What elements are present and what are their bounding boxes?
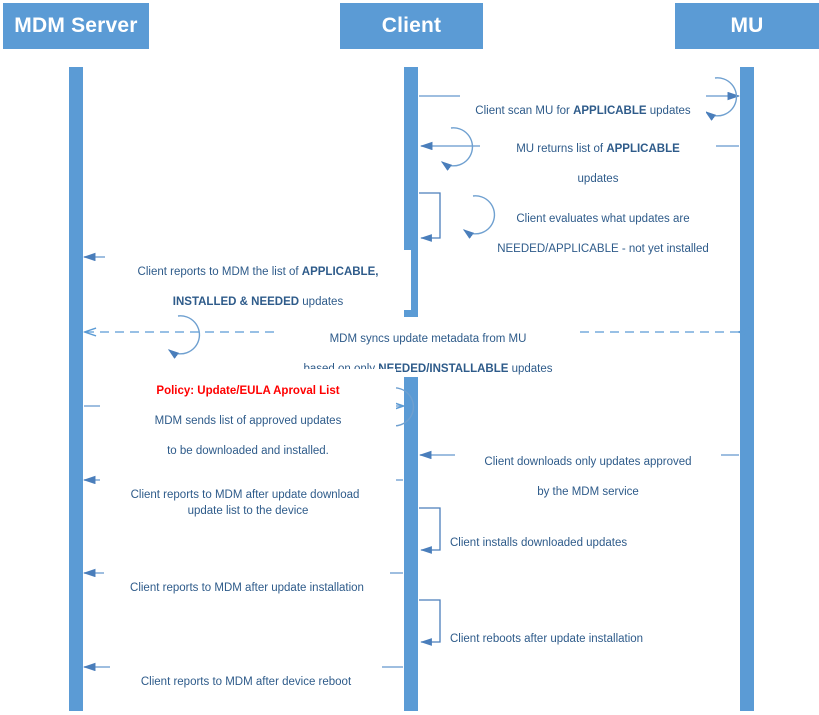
message-label-m10-text: Client reports to MDM after update insta… bbox=[130, 582, 364, 594]
lifeline-client bbox=[404, 67, 418, 711]
message-label-m10: Client reports to MDM after update insta… bbox=[104, 566, 390, 596]
participant-header-mdm: MDM Server bbox=[3, 3, 149, 49]
message-label-m1-part1: Client scan MU for bbox=[475, 105, 574, 117]
lifeline-mu bbox=[740, 67, 754, 711]
message-line-m3-self bbox=[419, 192, 441, 242]
message-label-m3: Client evaluates what updates are NEEDED… bbox=[470, 197, 736, 257]
message-label-m9-text: Client installs downloaded updates bbox=[450, 537, 628, 549]
participant-label-mu: MU bbox=[730, 14, 764, 37]
message-label-m6-line4: update list to the device bbox=[187, 505, 309, 517]
message-line-m11-self bbox=[419, 599, 441, 646]
message-label-m1: Client scan MU for APPLICABLE updates bbox=[460, 89, 706, 119]
message-line-m9-self bbox=[419, 507, 441, 554]
message-label-m4-part2: updates bbox=[299, 296, 344, 308]
message-label-m1-part2: updates bbox=[646, 105, 691, 117]
loop-icon-m2 bbox=[440, 127, 474, 171]
message-label-m4-part1: Client reports to MDM the list of bbox=[137, 266, 302, 278]
message-label-m2-part2: updates bbox=[577, 173, 619, 185]
message-label-m5-bold: NEEDED/INSTALLABLE bbox=[378, 363, 509, 375]
message-label-m7-line2: by the MDM service bbox=[537, 486, 639, 498]
message-label-m5-line1: MDM syncs update metadata from MU bbox=[329, 333, 527, 345]
message-label-m8: Client reports to MDM after update downl… bbox=[108, 473, 382, 503]
participant-label-mdm: MDM Server bbox=[14, 14, 138, 37]
message-label-m6-line2: to be downloaded and installed. bbox=[167, 445, 329, 457]
lifeline-mdm bbox=[69, 67, 83, 711]
policy-label-m6: Policy: Update/EULA Aproval List bbox=[156, 385, 340, 397]
message-label-m6-line1: MDM sends list of approved updates bbox=[154, 415, 342, 427]
message-label-m4-bold2: INSTALLED & NEEDED bbox=[172, 296, 300, 308]
loop-icon-m5 bbox=[167, 315, 201, 359]
message-label-m7-line1: Client downloads only updates approved bbox=[484, 456, 692, 468]
loop-icon-m1 bbox=[704, 77, 738, 121]
message-label-m11-text: Client reboots after update installation bbox=[450, 633, 644, 645]
message-label-m4: Client reports to MDM the list of APPLIC… bbox=[105, 250, 411, 310]
message-label-m2-bold: APPLICABLE bbox=[606, 143, 680, 155]
message-label-m5-line2b: updates bbox=[508, 363, 553, 375]
message-label-m7: Client downloads only updates approved b… bbox=[455, 440, 721, 500]
message-label-m3-line2: NEEDED/APPLICABLE - not yet installed bbox=[497, 243, 709, 255]
message-label-m2: MU returns list of APPLICABLE updates bbox=[480, 127, 716, 187]
message-label-m8-text: Client reports to MDM after update downl… bbox=[130, 489, 360, 501]
message-label-m9: Client installs downloaded updates bbox=[450, 521, 690, 551]
message-label-m4-bold1: APPLICABLE, bbox=[301, 266, 379, 278]
message-label-m5: MDM syncs update metadata from MU based … bbox=[280, 317, 576, 377]
message-label-m12-text: Client reports to MDM after device reboo… bbox=[140, 676, 352, 688]
participant-label-client: Client bbox=[381, 14, 442, 37]
message-label-m11: Client reboots after update installation bbox=[450, 617, 710, 647]
loop-icon-m3 bbox=[462, 195, 496, 239]
participant-header-mu: MU bbox=[675, 3, 819, 49]
message-label-m1-bold: APPLICABLE bbox=[573, 105, 647, 117]
message-label-m2-part1: MU returns list of bbox=[516, 143, 607, 155]
message-label-m3-line1: Client evaluates what updates are bbox=[516, 213, 690, 225]
message-label-m12: Client reports to MDM after device reboo… bbox=[110, 660, 382, 690]
participant-header-client: Client bbox=[340, 3, 483, 49]
